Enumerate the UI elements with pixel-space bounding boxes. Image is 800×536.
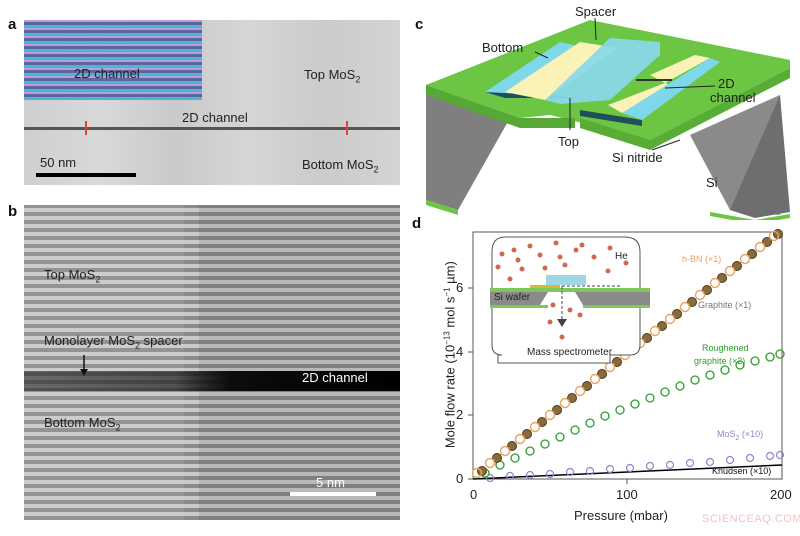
series-label-mos2: MoS2 (×10): [717, 429, 764, 442]
series-label-rough-1: Roughened: [702, 343, 749, 353]
y-tick-4: 4: [456, 344, 464, 359]
panel-b-label: b: [8, 203, 18, 220]
series-label-hbn: h-BN (×1): [682, 254, 722, 264]
bottom-callout: Bottom: [482, 40, 524, 55]
channel-callout-line2: channel: [710, 90, 756, 105]
top-mos2-label: Top MoS2: [44, 267, 101, 285]
y-tick-2: 2: [456, 407, 464, 422]
scale-bar: [290, 492, 376, 496]
panel-a-tem-image: 2D channel Top MoS2 2D channel Bottom Mo…: [24, 20, 400, 185]
spacer-label: Monolayer MoS2 spacer: [44, 333, 183, 351]
y-tick-0: 0: [456, 471, 464, 486]
si-nitride-callout: Si nitride: [612, 150, 663, 165]
device-schematic: Spacer Bottom Top 2D channel Si nitride …: [410, 0, 800, 224]
channel-label: 2D channel: [302, 370, 368, 385]
y-tick-6: 6: [456, 280, 464, 295]
device-3d-diagram: [426, 17, 790, 224]
y-axis-label: Mole flow rate (10−13 mol s−1 µm): [442, 261, 458, 449]
scale-bar-label: 50 nm: [40, 155, 77, 170]
panel-b-tem-image: Top MoS2 Monolayer MoS2 spacer 2D channe…: [24, 205, 400, 520]
top-callout: Top: [558, 134, 579, 149]
channel-callout-line1: 2D: [718, 76, 735, 91]
series-label-knudsen: Knudsen (×10): [712, 466, 772, 476]
top-mos2-label: Top MoS2: [304, 67, 361, 85]
scale-bar: [36, 173, 136, 177]
panel-a-label: a: [8, 16, 17, 33]
inset-channel-label: 2D channel: [74, 66, 140, 81]
bottom-mos2-label: Bottom MoS2: [302, 157, 379, 175]
inset-wafer-label: Si wafer: [494, 292, 531, 303]
x-tick-200: 200: [770, 487, 792, 502]
flow-rate-chart: He Si wafer Mass spectrometer h-BN (×1) …: [410, 215, 800, 531]
channel-start-marker: [85, 121, 87, 135]
x-tick-0: 0: [470, 487, 478, 502]
panel-c-label: c: [415, 16, 424, 33]
panel-d-label: d: [412, 215, 422, 232]
series-label-graphite: Graphite (×1): [698, 300, 752, 310]
channel-line: [24, 127, 400, 130]
bottom-mos2-label: Bottom MoS2: [44, 415, 121, 433]
x-axis-label: Pressure (mbar): [574, 508, 668, 523]
down-arrow-icon: [79, 355, 89, 382]
channel-band: [24, 371, 400, 391]
inset-detector-label: Mass spectrometer: [527, 347, 613, 358]
x-tick-100: 100: [616, 487, 638, 502]
channel-label: 2D channel: [182, 110, 248, 125]
spacer-callout: Spacer: [575, 4, 617, 19]
measurement-inset: [490, 236, 650, 364]
chart-plot: [468, 229, 785, 484]
watermark: SCIENCEAQ.COM: [702, 513, 800, 525]
scale-bar-label: 5 nm: [316, 475, 345, 490]
series-label-rough-2: graphite (×2): [694, 356, 746, 366]
channel-end-marker: [346, 121, 348, 135]
si-callout: Si: [706, 175, 718, 190]
inset-gas-label: He: [615, 251, 628, 262]
atomic-model-inset: [24, 20, 202, 100]
